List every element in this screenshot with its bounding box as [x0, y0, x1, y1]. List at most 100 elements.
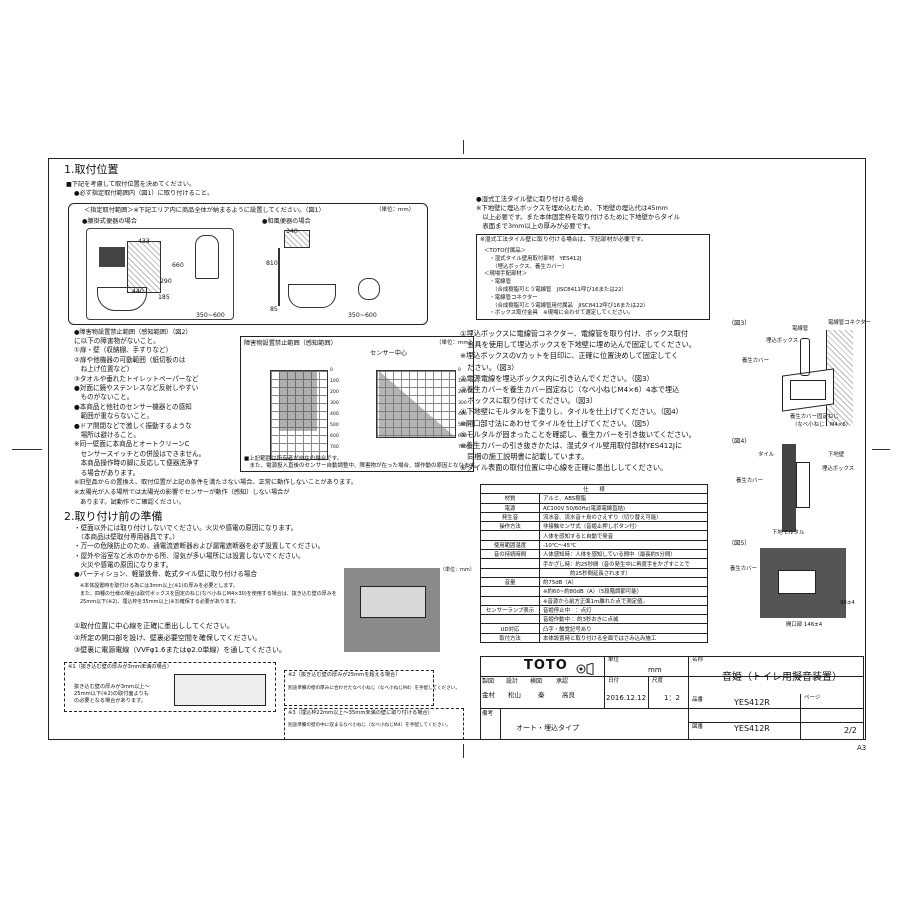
note-box-1-title: ※1（抜き込む壁の厚みが3mm未満の場合）: [68, 664, 173, 670]
wet-tile-step-13: ⑥タイル表面の取付位置に中心線を正確に墨出ししてください。: [460, 463, 668, 473]
tb-remarks-value: オート・埋込タイプ: [516, 724, 579, 732]
fig2-line-13: センサースイッチとの併設はできません。: [74, 449, 206, 458]
tb-signer-4: 高良: [562, 691, 575, 699]
tb-role-1: 製図: [482, 678, 495, 685]
spec-value: 音姫作動中 ：約3秒おきに点滅: [539, 614, 708, 625]
spec-label: [480, 595, 540, 606]
parts-line-4: ＜現場手配部材＞: [484, 271, 528, 278]
tb-col-page: [800, 694, 801, 740]
fig2-line-5: ③タオルや垂れたトイレットペーパーなど: [74, 374, 199, 383]
fig2-line-11: 場所は避けること。: [74, 431, 140, 439]
wet-tile-step-3: ※埋込ボックスのVカットを目印に、正確に位置決めして固定してく: [460, 351, 679, 361]
fig1-dim-340: 340: [286, 228, 298, 235]
fig2-tick-l-1: 100: [330, 379, 339, 384]
spec-row: 人体を感知すると自動で発音: [480, 530, 708, 541]
fig1-tank: [195, 235, 219, 279]
spec-row: ※約60~約80dB（A）（5段階調節可能）: [480, 586, 708, 597]
parts-line-9: ・ボックス取付金具 ※現場に合わせて選定してください。: [484, 310, 634, 317]
tb-role-2: 設計: [506, 678, 519, 685]
spec-label: [480, 614, 540, 625]
fig3-callout-box: 埋込ボックス: [766, 338, 799, 344]
fig1-left-area: [127, 241, 161, 293]
fig4-tile-wall: [782, 444, 796, 532]
tb-unit-label: 単位: [608, 657, 620, 663]
fig2-top-grid: [376, 370, 456, 438]
wet-tile-step-12: 同梱の施工説明書に記載しています。: [460, 452, 589, 462]
tb-name-value: 音姫（トイレ用擬音装置）: [722, 672, 842, 683]
section-2-step-2: ②所定の開口部を設け、壁裏必要空間を確保してください。: [74, 634, 262, 642]
spec-value: 人体感知時：人体を感知している間中（最長約5分間）: [539, 549, 708, 560]
tb-item-label: 品番: [692, 697, 704, 703]
spec-label: センサーランプ表示: [480, 604, 540, 616]
tb-date-label: 日付: [608, 678, 620, 684]
fig2-sensor-cone: [379, 371, 455, 437]
section-1-intro-2: ●必ず指定取付範囲内（図1）に取り付けること。: [74, 190, 214, 197]
tb-item-value: YES412R: [734, 698, 770, 707]
crop-mark-top: [463, 140, 464, 154]
wet-tile-step-2: 金具を使用して埋込ボックスを下地壁に埋め込んで固定してください。: [460, 340, 696, 350]
fig3-callout-cover: 養生カバー: [742, 358, 769, 364]
wet-tile-step-9: ※開口部寸法にあわせてタイルを仕上げてください。（図5）: [460, 418, 654, 428]
section-2-line-4: ・屋外や浴室など水のかかる所、湿気が多い場所には設置しないでください。: [74, 551, 305, 560]
fig2-sensor-label: センサー中心: [370, 350, 408, 357]
fig2-line-7: ものがないこと。: [74, 393, 134, 402]
tb-drawing-label: 図番: [692, 724, 704, 730]
fig2-tick-r-1: 100: [458, 379, 467, 384]
spec-row: ※音源から前方正面1m離れた点で測定値。: [480, 595, 708, 606]
tb-rule-1: [480, 676, 864, 677]
fig2-line-3: ②扉や他機器の可動範囲（紙切板のは: [74, 355, 186, 364]
fig2-title: ●障害物設置禁止範囲（感知範囲）（図2）: [74, 329, 192, 336]
fig4-callout-mortar: 下地モルタル: [772, 530, 805, 536]
projection-symbol-icon: [576, 660, 594, 676]
fig2-note-2: また、電源投入直後のセンサー自動調整中、障害物が在った場合、誤作動の原因となりま…: [244, 463, 480, 469]
fig1-dim-810: 810: [266, 260, 278, 267]
note-box-1-line-1: 抜き込む壁の厚みが3mm以上～: [74, 684, 150, 690]
fig5-label: （図5）: [728, 540, 751, 547]
tb-rule-3: [688, 722, 864, 723]
fig2-tick-l-6: 600: [330, 434, 339, 439]
parts-line-1: ＜TOTO付属品＞: [484, 248, 527, 254]
spec-label: 発生音: [480, 511, 540, 523]
fig1-left-label: ●腰掛式便器の場合: [82, 218, 137, 225]
spec-row: 手かざし時：約25秒間（音の発生中に再度手をかざすことで: [480, 558, 708, 569]
parts-line-2: ・湿式タイル壁用取付部材 YES412J: [484, 255, 582, 262]
note-box-3-line: 別途準備の壁の中に収まるなべ小ねじ（なべ小ねじM4）を手配してください。: [288, 723, 451, 728]
fig2-side-grid: [270, 370, 328, 460]
fig2-tick-l-4: 400: [330, 412, 339, 417]
tb-page-label: ページ: [804, 695, 821, 701]
spec-row: 音の持続時間人体感知時：人体を感知している間中（最長約5分間）: [480, 549, 708, 560]
fig2-tick-r-6: 600: [458, 434, 467, 439]
spec-value: 人体を感知すると自動で発音: [539, 530, 708, 541]
fig1-jp-bowl: [288, 284, 336, 308]
wet-tile-step-8: ④下地壁にモルタルを下塗りし、タイルを仕上げてください。（図4）: [460, 407, 683, 417]
section-2-step-1: ①取付位置に中心線を正確に墨出ししてください。: [74, 622, 234, 630]
fig2-side-zone: [279, 371, 317, 431]
spec-label: 電源: [480, 502, 540, 513]
fig1-dim-290: 290: [160, 278, 172, 285]
spec-value: 約25秒間延長されます）: [539, 567, 708, 578]
fig2-note-1: ■上記範囲は所有者が自在の場合です。: [244, 456, 343, 462]
spec-label: [480, 567, 540, 578]
note-box-2-line: 別途準備の壁の厚みに合わせたなべ小ねじ（なべ小ねじM4）を手配してください。: [288, 686, 460, 691]
spec-header: 仕 様: [480, 483, 708, 495]
spec-row: センサーランプ表示音姫停止中 ：点灯: [480, 604, 708, 616]
section-2-step-3: ③壁裏に電源電線（VVFφ1.6またはφ2.0単線）を通してください。: [74, 646, 286, 654]
crop-mark-bottom: [463, 744, 464, 758]
tb-role-4: 承認: [556, 678, 569, 685]
fig2-tick-r-7: 700: [458, 445, 467, 450]
fig1-caption: ＜指定取付範囲＞※下記エリア内に商品全体が納まるように設置してください。（図1）: [84, 207, 325, 214]
fig2-line-9: 範囲が重ならないこと。: [74, 412, 154, 421]
fig3-label: （図3）: [728, 320, 751, 327]
fig2-tick-l-5: 500: [330, 423, 339, 428]
spec-row: 約25秒間延長されます）: [480, 567, 708, 578]
parts-line-3: （埋込ボックス、養生カバー）: [484, 263, 568, 270]
fig1-dim-440: 440: [132, 288, 144, 295]
spec-value: 約75dB（A）: [539, 576, 708, 588]
spec-row: 取付方法本体設置時と取り付ける全面ではさみ込み施工: [480, 632, 708, 644]
fig4-callout-tile: タイル: [758, 452, 775, 458]
spec-value: -10℃～45℃: [539, 539, 708, 551]
parts-box: [476, 234, 710, 320]
tb-scale-value: 1：2: [664, 694, 680, 702]
fig2-line-14: 本商品操作時の脚に反応して便器洗浄す: [74, 459, 200, 468]
fig4-box: [796, 462, 810, 508]
